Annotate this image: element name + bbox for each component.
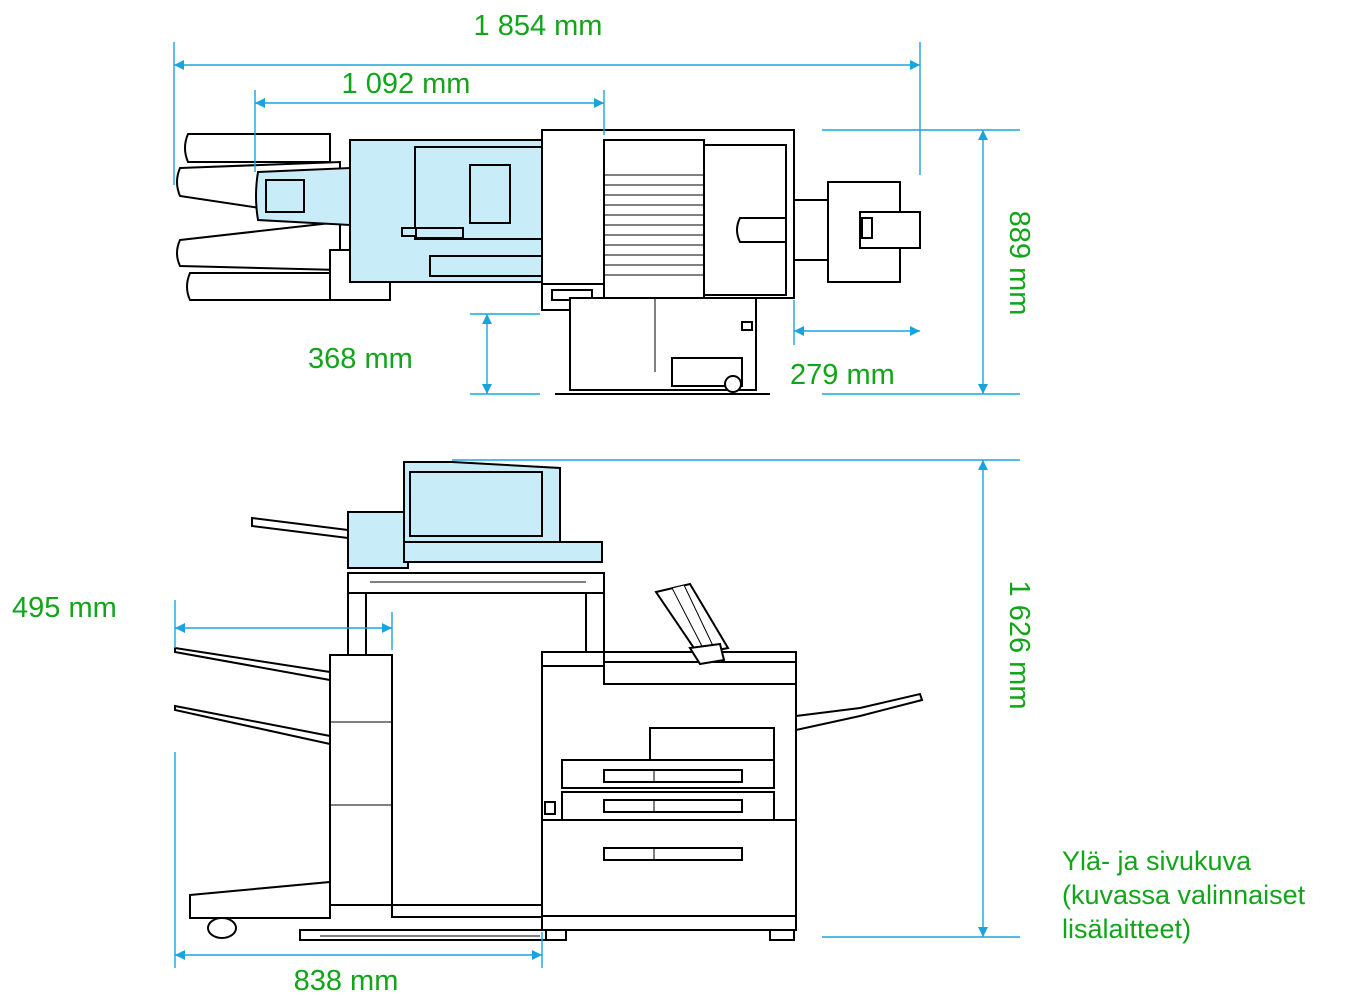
caption-line-2: (kuvassa valinnaiset [1062, 880, 1306, 910]
side-view-dimensions [174, 459, 1020, 968]
side-paper-deck [541, 819, 797, 917]
label-depth: 889 mm [1003, 211, 1035, 316]
side-bridge-frame [347, 572, 605, 594]
label-height: 1 626 mm [1003, 581, 1035, 710]
label-tray-extension: 279 mm [790, 359, 895, 391]
side-stacker-tower [329, 654, 393, 906]
side-input-tray [795, 692, 924, 732]
label-stacker-reach: 495 mm [12, 592, 117, 624]
top-output-bin [184, 133, 331, 163]
diagram-caption: Ylä- ja sivukuva (kuvassa valinnaiset li… [1062, 846, 1306, 944]
label-overall-width: 1 854 mm [474, 10, 603, 42]
caption-line-1: Ylä- ja sivukuva [1062, 846, 1252, 876]
caption-line-3: lisälaitteet) [1062, 914, 1191, 944]
label-upper-unit-width: 1 092 mm [342, 68, 471, 100]
top-paper-tray [793, 199, 831, 261]
side-base [299, 929, 551, 941]
label-control-panel-offset: 368 mm [308, 343, 413, 375]
top-view-printer-drawing [176, 129, 921, 395]
bottom-output-bin [186, 272, 333, 301]
side-view-printer-drawing [174, 461, 924, 941]
side-upper-output-tray [251, 516, 349, 540]
label-base-width: 838 mm [294, 965, 399, 997]
top-view-dimensions [173, 42, 1020, 395]
